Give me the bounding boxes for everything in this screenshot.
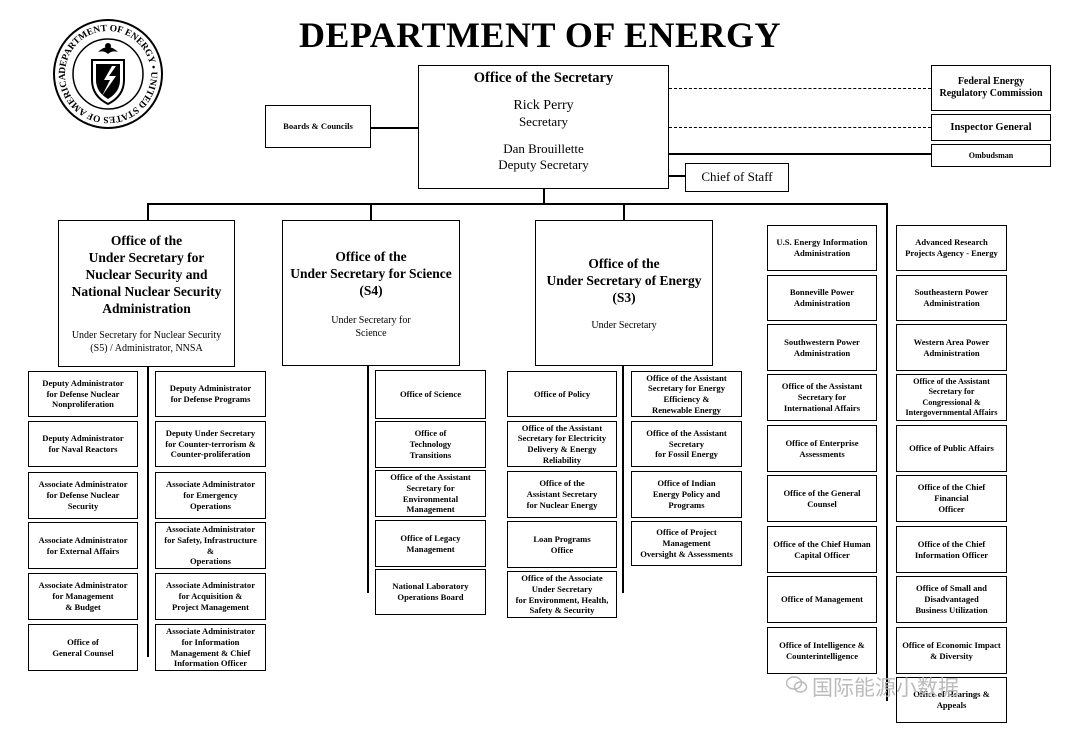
nnsa-subtitle: Under Secretary for Nuclear Security (S5… <box>71 330 222 355</box>
under-secretary-energy: Office of the Under Secretary of Energy … <box>535 220 713 366</box>
nnsa-left-office: Associate Administrator for Management &… <box>28 573 138 620</box>
nnsa-right-office: Associate Administrator for Safety, Infr… <box>155 522 266 569</box>
science-title: Office of the Under Secretary for Scienc… <box>290 249 452 298</box>
nnsa-right-office: Deputy Administrator for Defense Program… <box>155 371 266 417</box>
energy-right-office: Office of Indian Energy Policy and Progr… <box>631 471 742 518</box>
staff-right-office: Office of Public Affairs <box>896 425 1007 472</box>
staff-left-office: Office of Enterprise Assessments <box>767 425 877 472</box>
nnsa-left-office: Deputy Administrator for Naval Reactors <box>28 421 138 467</box>
staff-right-office: Office of the Chief Information Officer <box>896 526 1007 573</box>
energy-left-office: Office of the Assistant Secretary for Nu… <box>507 471 617 518</box>
watermark-text: 国际能源小数据 <box>812 676 959 700</box>
energy-left-office: Office of the Associate Under Secretary … <box>507 571 617 618</box>
ombudsman-box: Ombudsman <box>931 144 1051 167</box>
nnsa-title: Office of the Under Secretary for Nuclea… <box>71 233 222 316</box>
staff-left-office: Bonneville Power Administration <box>767 275 877 321</box>
staff-left-office: Office of the Assistant Secretary for In… <box>767 374 877 421</box>
office-of-the-secretary: Office of the Secretary Rick Perry Secre… <box>418 65 669 189</box>
science-office: Office of Science <box>375 370 486 419</box>
under-secretary-nnsa: Office of the Under Secretary for Nuclea… <box>58 220 235 367</box>
inspector-general-box: Inspector General <box>931 114 1051 141</box>
staff-left-office: Office of Management <box>767 576 877 623</box>
science-office: National Laboratory Operations Board <box>375 569 486 615</box>
staff-left-office: Southwestern Power Administration <box>767 324 877 371</box>
staff-left-office: Office of Intelligence & Counterintellig… <box>767 627 877 674</box>
energy-left-office: Office of the Assistant Secretary for El… <box>507 421 617 467</box>
secretary-heading: Office of the Secretary <box>473 70 614 86</box>
boards-councils-box: Boards & Councils <box>265 105 371 148</box>
science-subtitle: Under Secretary for Science <box>331 314 411 339</box>
staff-left-office: Office of the Chief Human Capital Office… <box>767 526 877 573</box>
nnsa-right-office: Associate Administrator for Acquisition … <box>155 573 266 620</box>
nnsa-left-office: Deputy Administrator for Defense Nuclear… <box>28 371 138 417</box>
deputy-secretary-name: Dan Brouillette <box>503 141 584 156</box>
science-office: Office of the Assistant Secretary for En… <box>375 470 486 517</box>
staff-right-office: Western Area Power Administration <box>896 324 1007 371</box>
page-title: DEPARTMENT OF ENERGY <box>298 15 782 55</box>
staff-right-office: Office of the Assistant Secretary for Co… <box>896 374 1007 421</box>
chief-of-staff-box: Chief of Staff <box>685 163 789 192</box>
staff-right-office: Southeastern Power Administration <box>896 275 1007 321</box>
under-secretary-science: Office of the Under Secretary for Scienc… <box>282 220 460 366</box>
staff-left-office: U.S. Energy Information Administration <box>767 225 877 271</box>
deputy-secretary-role: Deputy Secretary <box>498 157 589 172</box>
nnsa-right-office: Deputy Under Secretary for Counter-terro… <box>155 421 266 467</box>
energy-right-office: Office of Project Management Oversight &… <box>631 521 742 566</box>
wechat-icon <box>786 676 808 693</box>
staff-right-office: Office of Small and Disadvantaged Busine… <box>896 576 1007 623</box>
staff-right-office: Office of Economic Impact & Diversity <box>896 627 1007 674</box>
doe-seal-icon: DEPARTMENT OF ENERGY • UNITED STATES OF … <box>53 19 163 129</box>
energy-title: Office of the Under Secretary of Energy … <box>546 256 702 305</box>
science-office: Office of Legacy Management <box>375 520 486 567</box>
nnsa-left-office: Office of General Counsel <box>28 624 138 671</box>
staff-left-office: Office of the General Counsel <box>767 475 877 522</box>
nnsa-left-office: Associate Administrator for Defense Nucl… <box>28 472 138 519</box>
energy-right-office: Office of the Assistant Secretary for En… <box>631 371 742 417</box>
energy-right-office: Office of the Assistant Secretary for Fo… <box>631 421 742 467</box>
ferc-box: Federal Energy Regulatory Commission <box>931 65 1051 111</box>
staff-right-office: Office of Hearings & Appeals <box>896 677 1007 723</box>
secretary-role: Secretary <box>518 114 569 129</box>
nnsa-left-office: Associate Administrator for External Aff… <box>28 522 138 569</box>
nnsa-right-office: Associate Administrator for Information … <box>155 624 266 671</box>
nnsa-right-office: Associate Administrator for Emergency Op… <box>155 472 266 519</box>
staff-right-office: Office of the Chief Financial Officer <box>896 475 1007 522</box>
science-office: Office of Technology Transitions <box>375 421 486 468</box>
energy-subtitle: Under Secretary <box>591 319 657 331</box>
energy-left-office: Office of Policy <box>507 371 617 417</box>
staff-right-office: Advanced Research Projects Agency - Ener… <box>896 225 1007 271</box>
energy-left-office: Loan Programs Office <box>507 521 617 568</box>
secretary-name: Rick Perry <box>513 98 574 113</box>
